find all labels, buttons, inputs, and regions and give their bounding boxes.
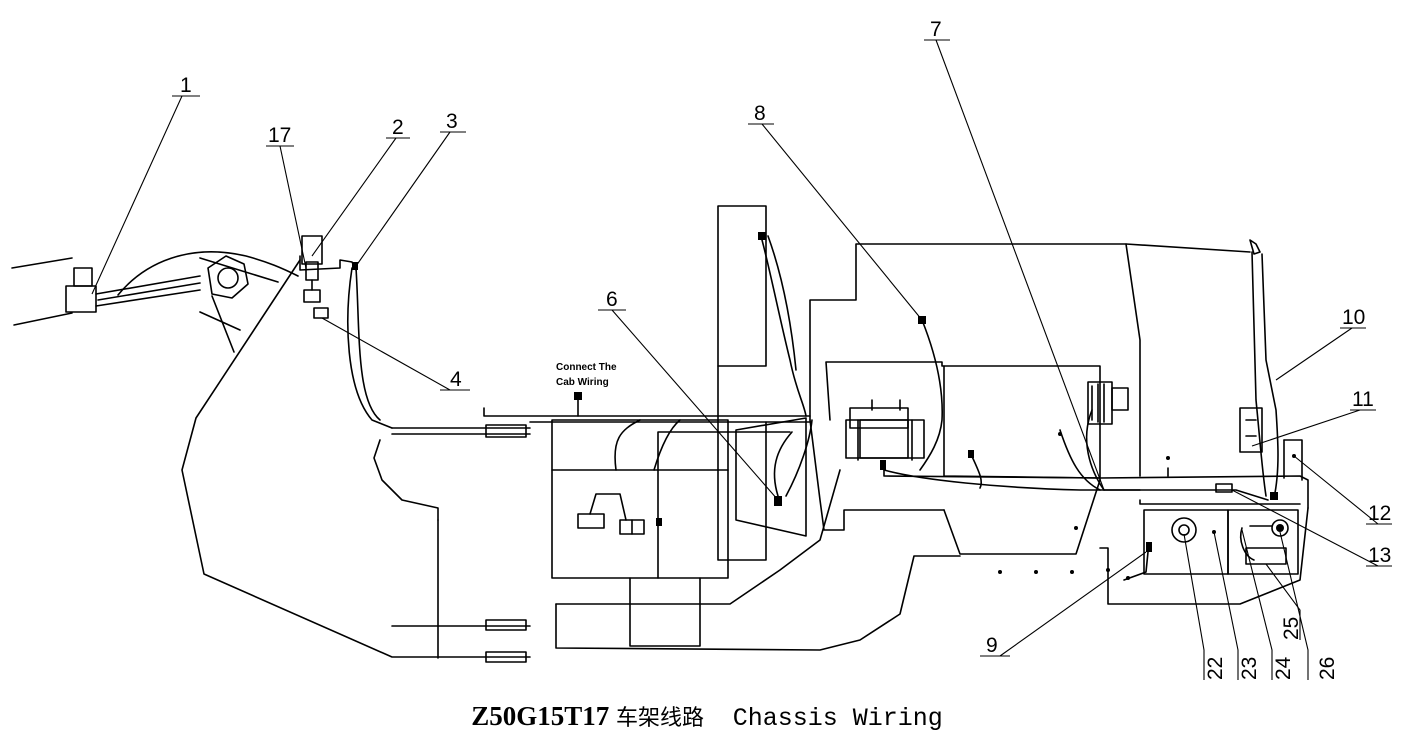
front-boom-arm [11, 251, 299, 353]
callout-24: 24 [1272, 656, 1295, 680]
annotation-line2: Cab Wiring [556, 377, 609, 388]
caption-chinese: 车架线路 [615, 706, 704, 731]
callout-17: 17 [268, 124, 291, 147]
main-harness [483, 392, 811, 423]
callout-4: 4 [450, 368, 462, 391]
callout-6: 6 [606, 288, 618, 311]
callout-8: 8 [754, 102, 766, 125]
callout-labels: 1 17 2 3 4 6 7 8 9 10 11 12 13 22 23 24 … [180, 18, 1391, 680]
diagram-caption: Z50G15T17 车架线路 Chassis Wiring [0, 700, 1414, 733]
callout-leaders [91, 39, 1392, 680]
callout-22: 22 [1204, 657, 1227, 680]
callout-23: 23 [1238, 657, 1261, 680]
callout-26: 26 [1316, 657, 1339, 680]
callout-9: 9 [986, 634, 998, 657]
center-frame [551, 205, 961, 651]
callout-12: 12 [1368, 502, 1391, 525]
callout-13: 13 [1368, 544, 1391, 567]
callout-10: 10 [1342, 306, 1365, 329]
battery-box [1099, 499, 1309, 605]
callout-2: 2 [392, 116, 404, 139]
caption-english: Chassis Wiring [732, 704, 943, 733]
rear-frame [809, 239, 1309, 555]
caption-code: Z50G15T17 [471, 701, 610, 731]
callout-1: 1 [180, 74, 192, 97]
callout-3: 3 [446, 110, 458, 133]
front-sensors [299, 235, 393, 429]
callout-7: 7 [930, 18, 942, 41]
front-frame [181, 259, 531, 663]
callout-11: 11 [1352, 388, 1374, 411]
annotation-line1: Connect The [556, 362, 617, 373]
callout-25: 25 [1280, 617, 1303, 640]
fastener-dots [998, 432, 1296, 574]
